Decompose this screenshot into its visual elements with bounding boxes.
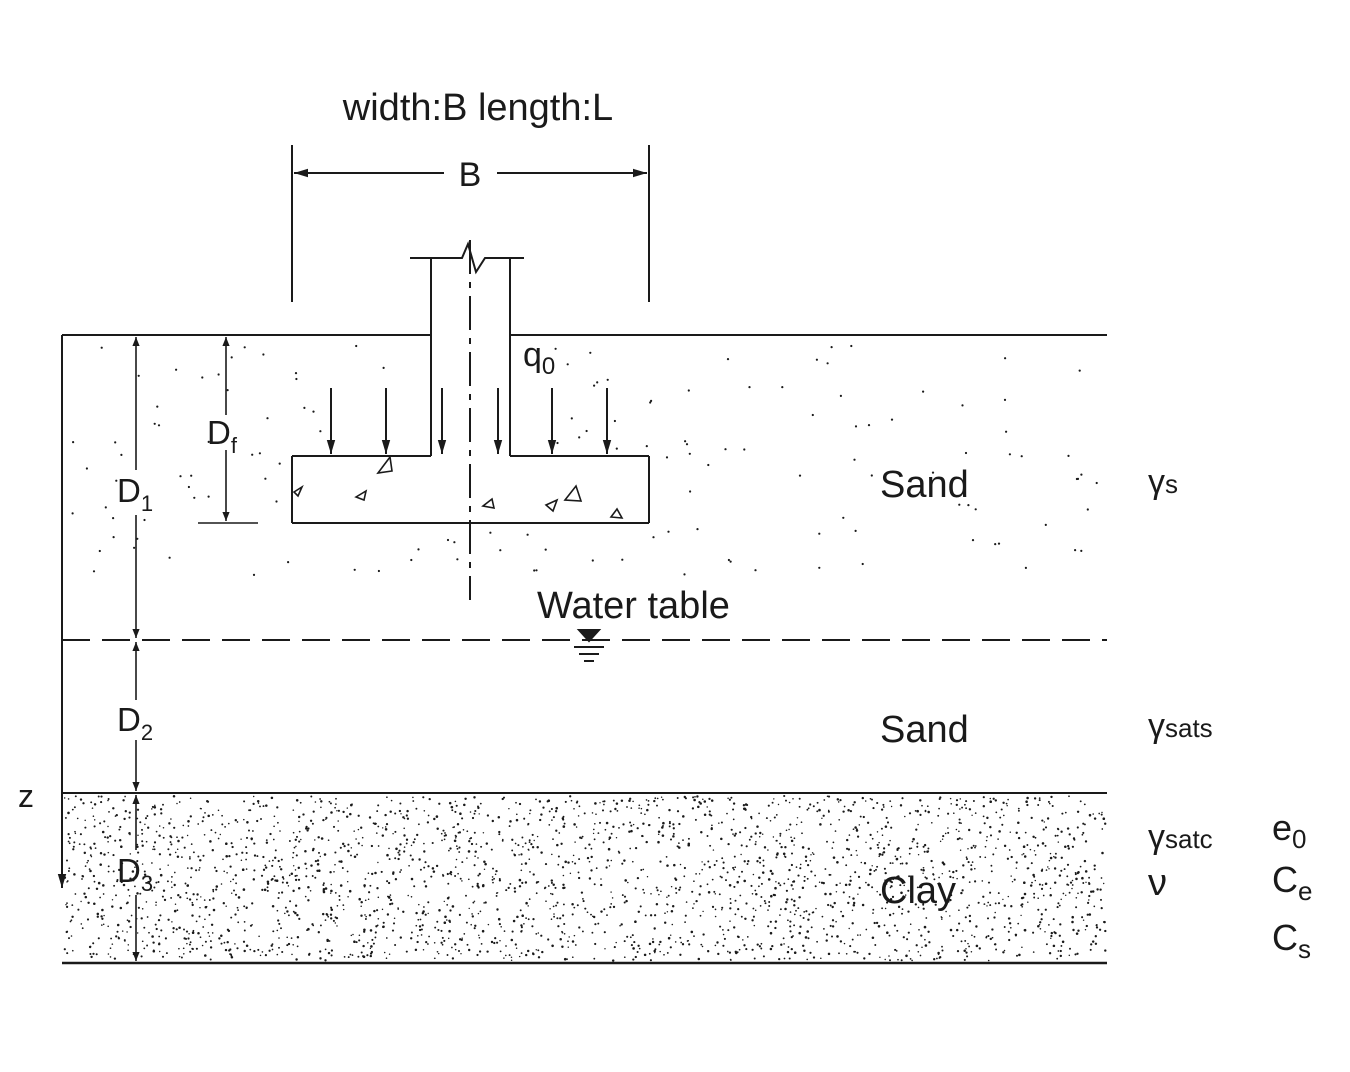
load-sub: 0 xyxy=(542,353,555,380)
property-gamma-satc: γsatc xyxy=(1148,818,1213,856)
property-poisson-nu: ν xyxy=(1148,862,1167,904)
diagram-title: width:B length:L xyxy=(342,87,613,129)
layer-label-sand-top: Sand xyxy=(880,464,969,506)
load-main: q xyxy=(523,336,542,374)
concrete-aggregate xyxy=(292,454,624,519)
column xyxy=(410,241,524,456)
property-gamma-sats: γsats xyxy=(1148,707,1213,745)
property-e0: e0 xyxy=(1272,807,1307,854)
layer-label-sand-bottom: Sand xyxy=(880,709,969,751)
load-arrows xyxy=(326,388,612,454)
clay-layer-stipple xyxy=(63,794,1107,962)
property-cs: Cs xyxy=(1272,917,1311,964)
footing-slab xyxy=(291,455,650,524)
depth-dimension-lines xyxy=(132,337,258,961)
depth-df-label: Df xyxy=(207,414,238,458)
depth-d1-label: D1 xyxy=(117,472,153,516)
water-table-label: Water table xyxy=(537,585,730,627)
depth-d2-label: D2 xyxy=(117,701,153,745)
z-axis-label: z xyxy=(18,778,34,814)
load-label: q0 xyxy=(523,336,555,380)
property-ce: Ce xyxy=(1272,859,1312,906)
depth-d3-label: D3 xyxy=(117,852,153,896)
layer-label-clay: Clay xyxy=(880,870,956,912)
sand-layer-specks xyxy=(71,344,1098,577)
water-table-icon xyxy=(574,629,604,662)
property-gamma-s: γs xyxy=(1148,463,1178,501)
width-label: B xyxy=(459,156,482,194)
